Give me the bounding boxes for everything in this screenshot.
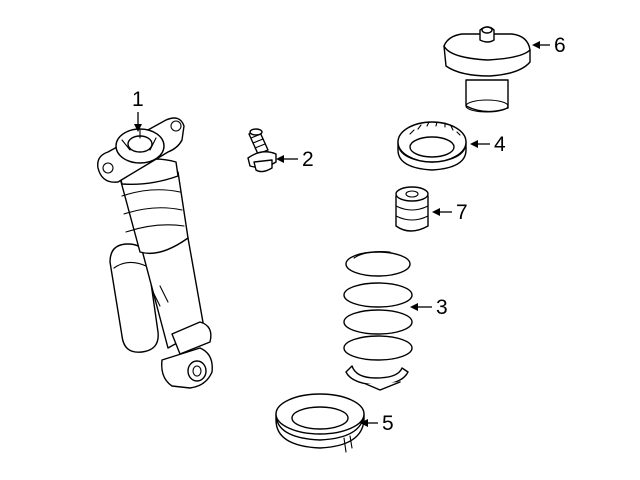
callout-number-1: 1 [132,88,144,111]
callout-number-5: 5 [382,412,394,435]
callout-leaders [134,41,550,427]
coil-spring [343,251,413,391]
upper-spring-seat [397,121,467,171]
upper-mount [443,26,531,113]
bump-stop [395,186,429,232]
bolt [247,128,277,173]
shock-absorber [97,117,213,389]
callout-number-4: 4 [494,133,506,156]
callout-number-6: 6 [554,34,566,57]
callout-number-7: 7 [456,201,468,224]
callout-number-3: 3 [436,296,448,319]
callout-number-2: 2 [302,148,314,171]
lower-spring-insulator [275,393,365,453]
